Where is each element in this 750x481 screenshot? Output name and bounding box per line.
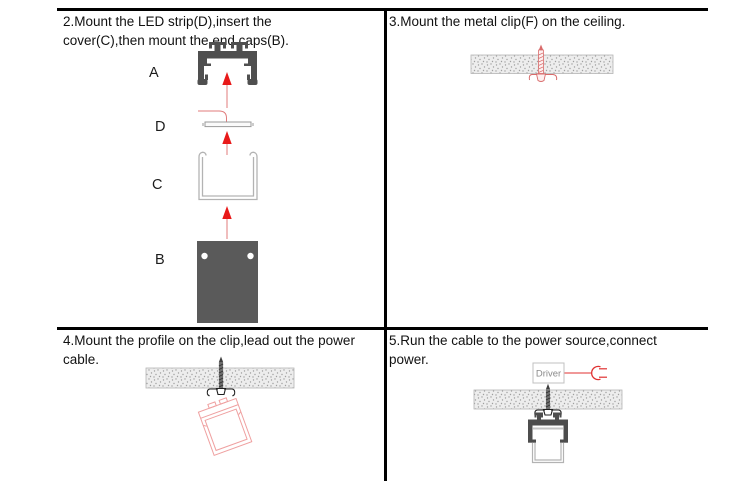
aluminium-profile-cross-section xyxy=(197,42,258,85)
mounted-profile xyxy=(528,412,568,443)
led-strip xyxy=(198,110,254,128)
step5-caption-line1: 5.Run the cable to the power source,conn… xyxy=(389,333,657,348)
power-plug-icon xyxy=(590,365,607,381)
step5-caption-line2: power. xyxy=(389,352,429,367)
tilted-profile xyxy=(197,397,253,457)
end-cap-hole xyxy=(201,252,208,260)
grid-vertical-divider xyxy=(384,8,387,481)
screw-tip-icon xyxy=(538,44,544,51)
cover-channel xyxy=(531,443,565,464)
clip-arm-left xyxy=(528,74,537,81)
screw-icon xyxy=(218,356,224,388)
driver-box: Driver xyxy=(532,362,565,384)
arrow-up-icon xyxy=(222,131,232,155)
metal-clip xyxy=(206,387,236,397)
power-wire xyxy=(198,110,227,122)
driver-label: Driver xyxy=(536,369,561,380)
screw-threads xyxy=(538,52,544,73)
part-label-b: B xyxy=(155,252,165,268)
step5-caption: 5.Run the cable to the power source,conn… xyxy=(389,331,657,369)
led-strip xyxy=(533,427,563,430)
clip-boss xyxy=(535,73,547,82)
part-label-d: D xyxy=(155,119,165,135)
part-label-c: C xyxy=(152,177,162,193)
arrow-up-icon xyxy=(222,206,232,239)
screw-icon xyxy=(545,383,551,410)
end-cap-hole xyxy=(247,252,254,260)
step4-caption-line1: 4.Mount the profile on the clip,lead out… xyxy=(63,333,355,348)
step5-diagram: Driver xyxy=(473,362,623,464)
clip-arm-right xyxy=(545,74,558,81)
metal-clip-with-screw xyxy=(528,44,558,82)
step2-diagram: A D C B xyxy=(149,42,258,323)
step3-caption-line1: 3.Mount the metal clip(F) on the ceiling… xyxy=(389,14,626,29)
step4-caption-line2: cable. xyxy=(63,352,100,367)
end-cap xyxy=(197,241,258,323)
step4-diagram xyxy=(145,356,295,457)
grid-top-border xyxy=(57,8,708,11)
cover-channel xyxy=(198,151,258,201)
step4-caption: 4.Mount the profile on the clip,lead out… xyxy=(63,331,355,369)
part-label-a: A xyxy=(149,65,159,81)
step3-diagram xyxy=(470,44,614,82)
arrow-up-icon xyxy=(222,72,232,108)
grid-middle-border xyxy=(57,327,708,330)
step2-caption-line1: 2.Mount the LED strip(D),insert the xyxy=(63,14,272,29)
step3-caption: 3.Mount the metal clip(F) on the ceiling… xyxy=(389,12,625,31)
